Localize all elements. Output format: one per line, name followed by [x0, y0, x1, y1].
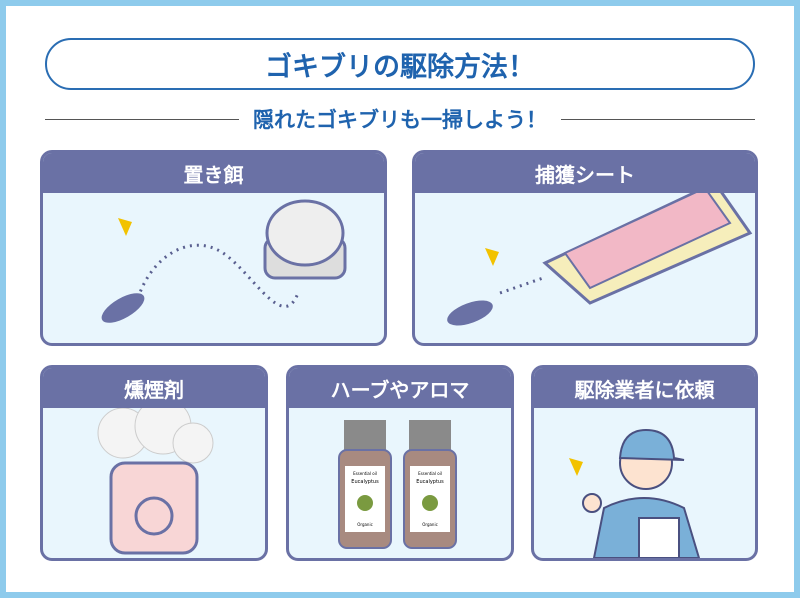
alert-icon: [118, 218, 132, 236]
card-herbs-aroma: ハーブやアロマ Essential oil Eucalyptus Organic…: [286, 365, 514, 561]
cockroach-icon: [447, 300, 493, 326]
fumigator-illustration: [97, 408, 214, 555]
card-exterminator: 駆除業者に依頼: [531, 365, 758, 561]
trap-illustration: [447, 193, 753, 326]
card-title: 燻煙剤: [43, 368, 265, 408]
cockroach-icon: [101, 293, 145, 323]
divider: [561, 118, 755, 120]
subtitle: 隠れたゴキブリも一掃しよう！: [45, 104, 755, 134]
card-trap-sheet: 捕獲シート: [412, 150, 758, 346]
card-title: 置き餌: [43, 153, 384, 193]
subtitle-text: 隠れたゴキブリも一掃しよう！: [253, 108, 547, 132]
cap-icon: [618, 428, 685, 461]
alert-icon: [569, 458, 583, 476]
fumigator-can-icon: [109, 461, 199, 555]
thumbs-up-icon: [582, 493, 602, 513]
clipboard-icon: [638, 517, 680, 558]
bottle-type: Essential oil: [418, 471, 442, 476]
no-cockroach-icon: [134, 496, 174, 536]
bottle-name: Eucalyptus: [351, 479, 379, 485]
card-title: ハーブやアロマ: [289, 368, 511, 408]
bottle-tag: Organic: [357, 522, 373, 527]
card-bait: 置き餌: [40, 150, 387, 346]
aroma-illustration: Essential oil Eucalyptus Organic Essenti…: [338, 420, 457, 549]
card-title: 捕獲シート: [415, 153, 755, 193]
bottle-type: Essential oil: [353, 471, 377, 476]
page-title: ゴキブリの駆除方法！: [45, 38, 755, 90]
bottle-name: Eucalyptus: [416, 479, 444, 485]
card-fumigator: 燻煙剤: [40, 365, 268, 561]
exterminator-illustration: [569, 428, 701, 558]
bait-illustration: [101, 199, 347, 323]
divider: [45, 118, 239, 120]
card-title: 駆除業者に依頼: [534, 368, 755, 408]
bottle-tag: Organic: [422, 522, 438, 527]
alert-icon: [485, 248, 499, 266]
